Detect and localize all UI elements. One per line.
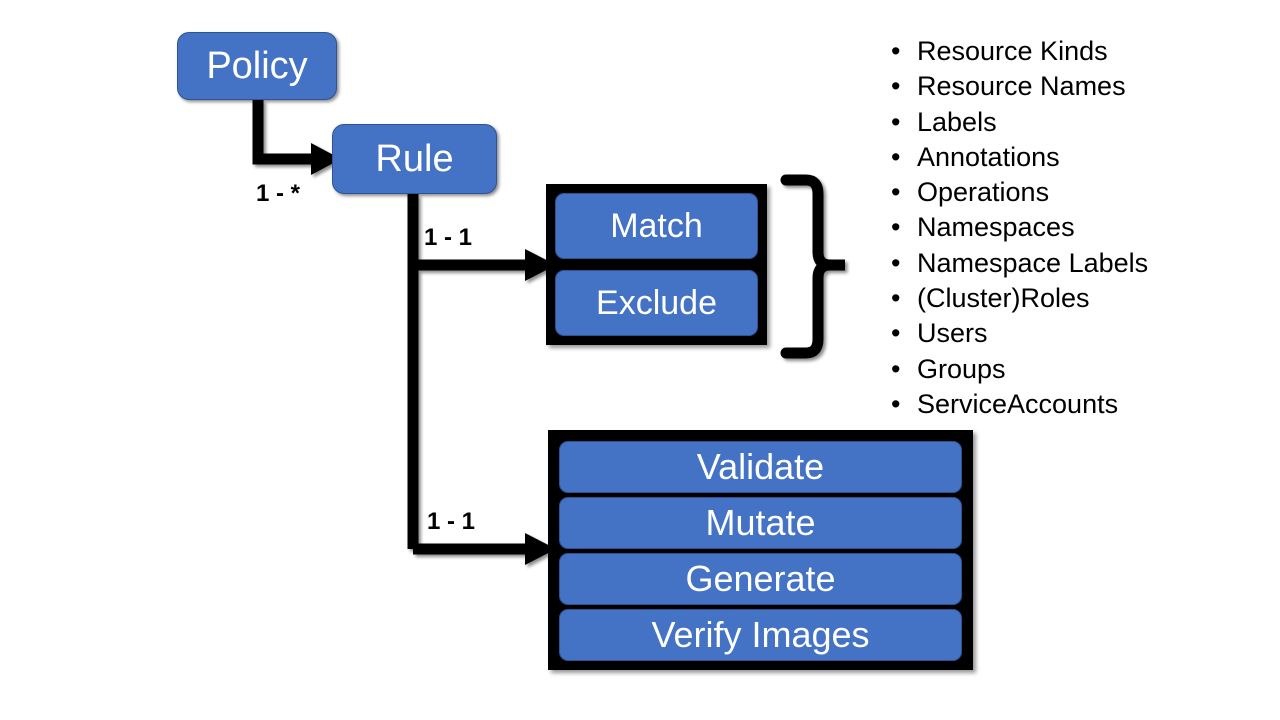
bullet-icon: • [891,177,901,208]
attribute-list-item: • Groups [886,352,1148,387]
attribute-list-item: • Annotations [886,140,1148,175]
node-generate[interactable]: Generate [559,553,962,605]
node-match[interactable]: Match [555,193,758,259]
node-rule[interactable]: Rule [332,124,497,194]
node-mutate-label: Mutate [705,502,816,543]
bullet-icon: • [891,212,901,243]
group-match-exclude: Match Exclude [546,184,767,345]
node-mutate[interactable]: Mutate [559,497,962,549]
cardinality-policy-rule: 1 - * [256,180,301,207]
node-match-label: Match [610,207,703,245]
cardinality-rule-match: 1 - 1 [424,224,473,251]
attribute-label: Resource Names [917,71,1126,102]
attribute-label: Operations [917,177,1050,208]
attribute-list-item: • (Cluster)Roles [886,281,1148,316]
attribute-list-item: • Labels [886,105,1148,140]
attribute-label: Labels [917,106,997,137]
attribute-label: Users [917,318,988,349]
attribute-list-item: • Namespace Labels [886,246,1148,281]
connector-rule-to-action [413,533,556,565]
attribute-label: (Cluster)Roles [917,283,1090,314]
node-generate-label: Generate [685,558,836,599]
right-curly-brace-icon [780,174,845,359]
attribute-list-item: • Resource Kinds [886,34,1148,69]
node-exclude-label: Exclude [596,284,717,322]
node-policy[interactable]: Policy [177,32,337,100]
attribute-label: Namespaces [917,212,1075,243]
bullet-icon: • [891,141,901,172]
bullet-icon: • [891,36,901,66]
node-exclude[interactable]: Exclude [555,270,758,336]
attribute-label: Annotations [917,141,1060,172]
bullet-icon: • [891,388,901,419]
attribute-label: Resource Kinds [917,36,1108,66]
connector-policy-to-rule [252,100,341,175]
bullet-icon: • [891,283,901,314]
group-rule-actions: Validate Mutate Generate Verify Images [548,430,973,670]
attribute-label: Namespace Labels [917,247,1149,278]
bullet-icon: • [891,71,901,102]
bullet-icon: • [891,106,901,137]
attribute-list-item: • ServiceAccounts [886,387,1148,422]
cardinality-rule-action: 1 - 1 [427,508,476,535]
node-validate-label: Validate [696,446,825,487]
node-validate[interactable]: Validate [559,441,962,493]
attribute-label: ServiceAccounts [917,388,1119,419]
attribute-label: Groups [917,353,1006,384]
node-verify-images[interactable]: Verify Images [559,609,962,661]
connector-rule-to-match [413,249,556,281]
node-rule-label: Rule [375,138,454,180]
attribute-list-item: • Resource Names [886,69,1148,104]
attribute-list: • Resource Kinds • Resource Names • Labels • An… [886,34,1148,422]
bullet-icon: • [891,318,901,349]
node-policy-label: Policy [206,45,308,87]
node-verify-images-label: Verify Images [651,614,870,655]
bullet-icon: • [891,247,901,278]
attribute-list-item: • Operations [886,175,1148,210]
bullet-icon: • [891,353,901,384]
attribute-list-item: • Users [886,316,1148,351]
attribute-list-item: • Namespaces [886,210,1148,245]
